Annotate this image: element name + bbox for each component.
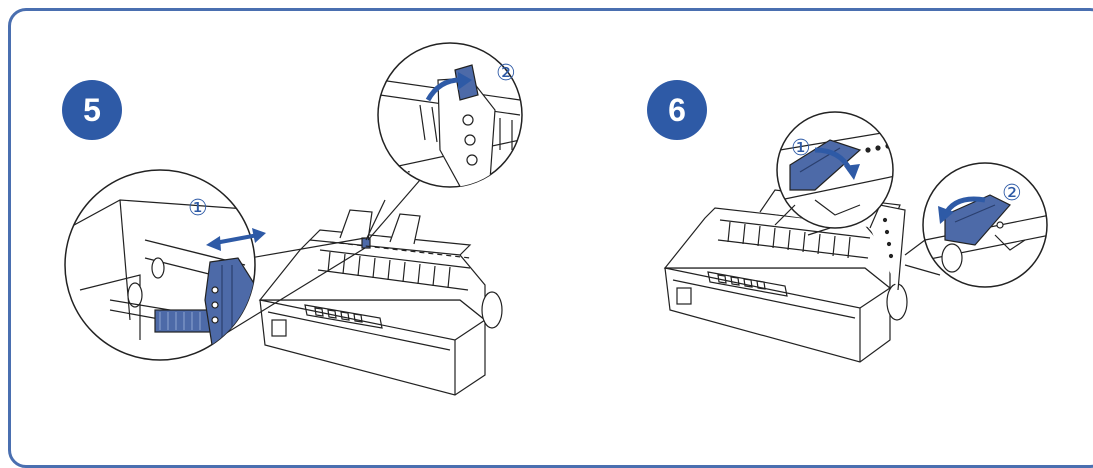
step-6-number: 6 xyxy=(668,91,686,128)
step-5-callout-1: ① xyxy=(188,196,208,221)
step-6-callout-1: ① xyxy=(791,136,811,161)
step-6-arrow-1 xyxy=(814,147,860,180)
step-6-callout-2: ② xyxy=(1002,181,1022,206)
illustration-canvas: ① ② xyxy=(64,42,1048,396)
step-5-magnifier-left xyxy=(64,169,256,361)
step-6-illustration: ① ② xyxy=(663,111,1048,363)
step-5-curved-arrow xyxy=(425,72,472,102)
step-6-magnifier-2 xyxy=(922,162,1048,288)
step-6-badge: 6 xyxy=(647,80,707,140)
step-5-number: 5 xyxy=(83,91,101,128)
step-5-platen xyxy=(317,249,471,291)
step-5-badge: 5 xyxy=(62,80,122,140)
step-5-callout-2: ② xyxy=(496,61,516,86)
step-5-illustration: ① ② xyxy=(64,42,523,396)
step-5-double-arrow xyxy=(206,228,266,251)
step-6-magnifier-1 xyxy=(776,111,894,229)
step-6-arrow-2 xyxy=(938,196,986,224)
step-5-printer xyxy=(258,209,503,396)
